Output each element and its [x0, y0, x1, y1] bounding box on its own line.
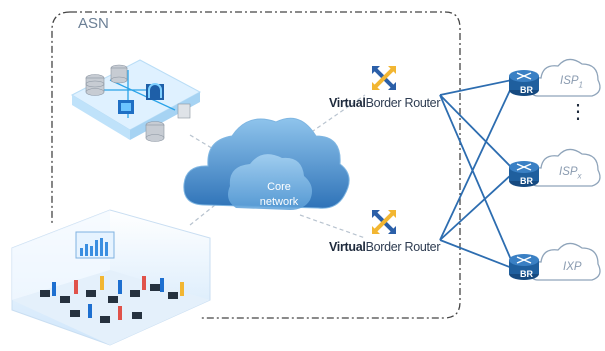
core-network-line1: Core [267, 181, 291, 193]
peer-name: ISP [560, 75, 579, 87]
peer-name: IXP [563, 261, 582, 273]
ellipsis-marker: ⋮ [568, 101, 588, 123]
cloud-icon [183, 117, 350, 210]
router-icon [509, 161, 539, 187]
virtual-border-router-label: VirtualBorder Router [329, 240, 441, 254]
core-network-line2: network [259, 196, 299, 208]
core-network-label: Core network [244, 180, 314, 210]
vbr-label-bold: Virtual [329, 96, 366, 110]
office-icon [11, 209, 211, 346]
peer-label-isp1: ISP1 [560, 75, 583, 90]
peer-label-ixp: IXP [563, 261, 582, 274]
vbr-label-rest: Border Router [365, 96, 441, 110]
border-router-label: BR [520, 176, 533, 186]
border-router-label: BR [520, 85, 533, 95]
virtual-router-icon [372, 66, 396, 90]
internal-links [189, 94, 366, 239]
border-router-label: BR [520, 269, 533, 279]
vbr-label-bold: Virtual [329, 240, 366, 254]
asn-label: ASN [78, 15, 109, 32]
peer-name: ISP [559, 166, 578, 178]
asn-boundary [70, 11, 461, 319]
virtual-border-router-label: VirtualBorder Router [329, 96, 441, 110]
peering-links [439, 79, 513, 269]
router-icon [509, 70, 539, 96]
asn-boundary-left [51, 11, 71, 225]
datacenter-icon [70, 59, 202, 142]
vbr-label-rest: Border Router [365, 240, 441, 254]
peer-label-ispx: ISPx [559, 166, 582, 181]
peer-subscript: 1 [578, 80, 583, 90]
peer-subscript: x [577, 171, 582, 181]
cloud-icon [529, 58, 601, 281]
virtual-router-icon [372, 210, 396, 234]
router-icon [509, 254, 539, 280]
